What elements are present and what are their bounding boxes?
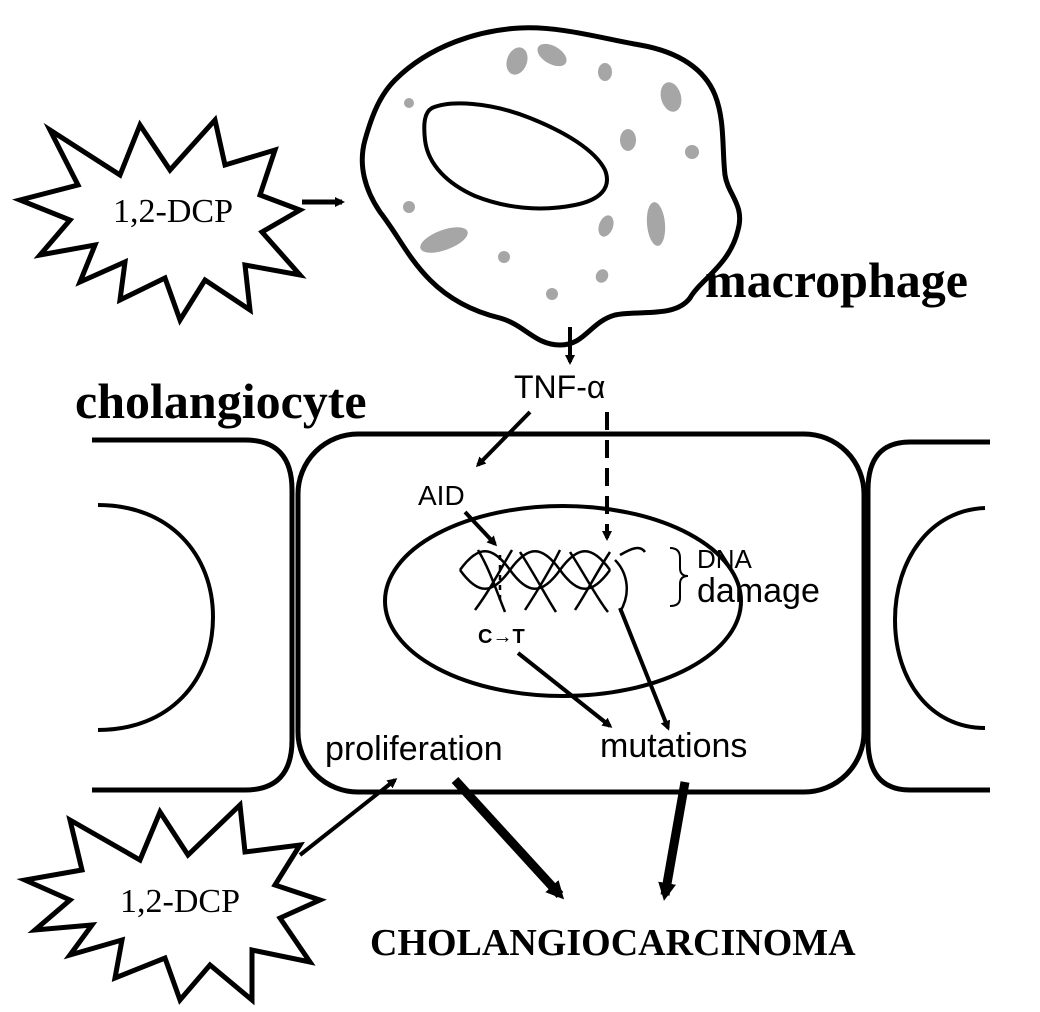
left-cell-nucleus — [97, 503, 216, 732]
right-cell-nucleus — [892, 506, 986, 730]
granule — [506, 47, 528, 75]
central-cell-outline — [295, 431, 867, 795]
dna-broken-end — [614, 546, 647, 613]
left-cell-outline — [92, 437, 295, 793]
dna-helix — [458, 546, 647, 613]
dna-strand-d — [473, 549, 612, 611]
granule — [660, 82, 682, 112]
dcp-top-label: 1,2-DCP — [113, 193, 233, 230]
damage-label: damage — [697, 572, 820, 610]
dcp-starburst-top: 1,2-DCP — [11, 114, 307, 326]
granule — [537, 43, 567, 67]
dna-damage-brace — [669, 547, 689, 607]
aid-label: AID — [418, 480, 465, 511]
dna-label: DNA — [697, 544, 753, 574]
dcp-starburst-bottom: 1,2-DCP — [16, 799, 327, 1006]
arrow-mutations-to-cca — [658, 781, 690, 901]
granule — [404, 98, 414, 108]
granule — [420, 227, 468, 253]
granule — [685, 145, 699, 159]
granule — [498, 251, 510, 263]
mutations-label: mutations — [600, 727, 747, 765]
tnf-label: TNF-α — [514, 369, 605, 405]
arrow-proliferation-to-cca — [451, 776, 565, 900]
dna-strand-a — [458, 550, 612, 590]
cholangiocarcinoma-label: CHOLANGIOCARCINOMA — [370, 922, 856, 964]
right-neighbor-cell — [865, 439, 990, 793]
granule — [546, 288, 558, 300]
arrow-ct-to-mutations — [516, 651, 613, 728]
dcp-bottom-label: 1,2-DCP — [120, 883, 240, 920]
arrow-dcp-to-proliferation — [298, 778, 398, 857]
macrophage-cell — [359, 25, 743, 348]
granule — [620, 129, 636, 151]
right-cell-outline — [865, 439, 990, 793]
starburst-shape — [11, 114, 307, 326]
arrow-tnf-to-aid — [475, 410, 532, 468]
macrophage-granules — [403, 43, 699, 300]
central-cholangiocyte — [295, 431, 867, 795]
central-cell-nucleus — [383, 504, 743, 698]
left-neighbor-cell — [92, 437, 295, 793]
granule — [598, 63, 612, 81]
granule — [403, 201, 415, 213]
c-to-t-label: C→T — [478, 626, 525, 648]
granule — [595, 269, 609, 283]
macrophage-nucleus — [422, 101, 609, 211]
cholangiocyte-label: cholangiocyte — [75, 373, 367, 429]
macrophage-label: macrophage — [705, 252, 968, 308]
arrow-aid-to-dna — [463, 510, 498, 547]
starburst-shape — [16, 799, 327, 1006]
granule — [598, 215, 614, 237]
arrow-dna-to-mutations — [618, 607, 671, 731]
granule — [646, 202, 666, 246]
dna-strand-b — [458, 550, 612, 590]
proliferation-label: proliferation — [325, 730, 503, 768]
